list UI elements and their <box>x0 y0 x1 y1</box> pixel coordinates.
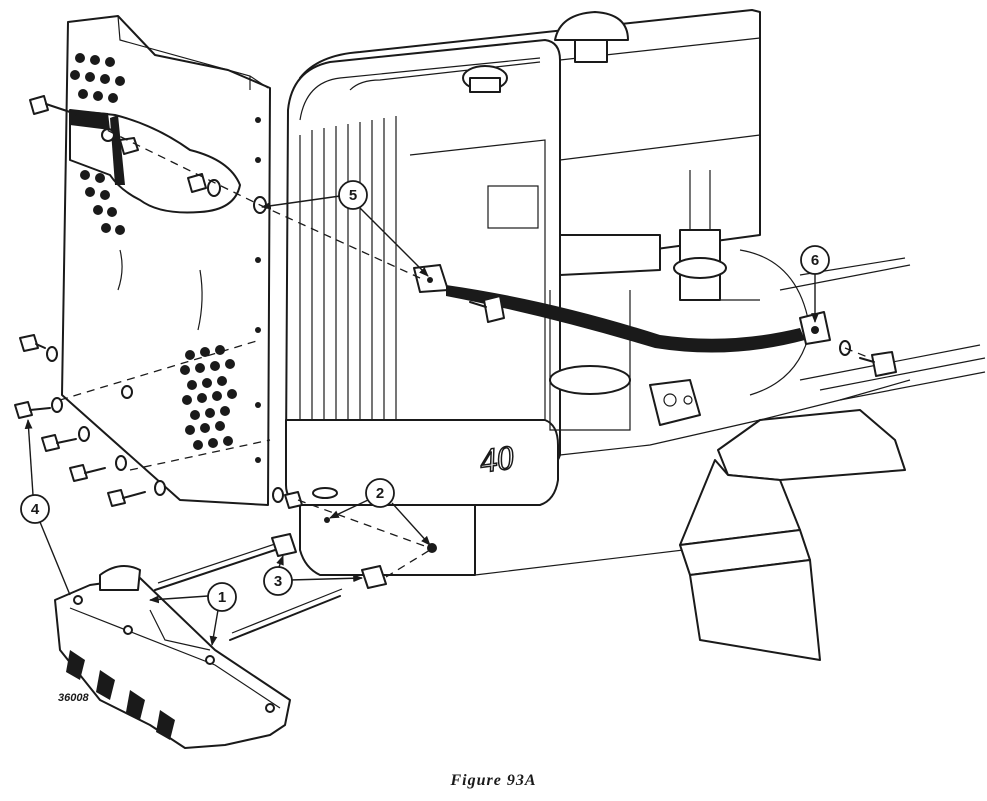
radiator-grille <box>299 116 397 420</box>
brace-rod <box>413 264 897 377</box>
studs-and-nuts <box>154 517 437 641</box>
callout-label-4: 4 <box>31 501 40 518</box>
callout-label-1: 1 <box>218 589 226 606</box>
grille-panel <box>61 15 271 506</box>
callout-6: 6 <box>800 245 830 323</box>
callout-label-5: 5 <box>349 187 357 204</box>
front-bolster <box>679 344 986 661</box>
tractor-hood-assembly: 40 <box>285 9 911 576</box>
hood-marking-40: 40 <box>478 439 517 480</box>
engine-components <box>549 170 911 431</box>
callout-5: 5 <box>261 180 429 277</box>
callout-label-3: 3 <box>274 573 282 590</box>
callout-2: 2 <box>329 478 431 546</box>
assembly-lines <box>59 111 871 578</box>
grille-holes <box>70 53 261 463</box>
callout-1: 1 <box>149 582 237 646</box>
plate-number: 36008 <box>58 692 89 704</box>
bottom-bracket <box>54 565 291 749</box>
radiator-cap <box>554 11 629 63</box>
figure-caption: Figure 93A <box>450 772 537 789</box>
callout-label-6: 6 <box>811 252 819 269</box>
lower-left-bolts <box>14 334 303 509</box>
callout-4: 4 <box>20 419 71 596</box>
fuel-cap <box>462 65 508 93</box>
callout-3: 3 <box>263 555 363 596</box>
callout-label-2: 2 <box>376 485 384 502</box>
